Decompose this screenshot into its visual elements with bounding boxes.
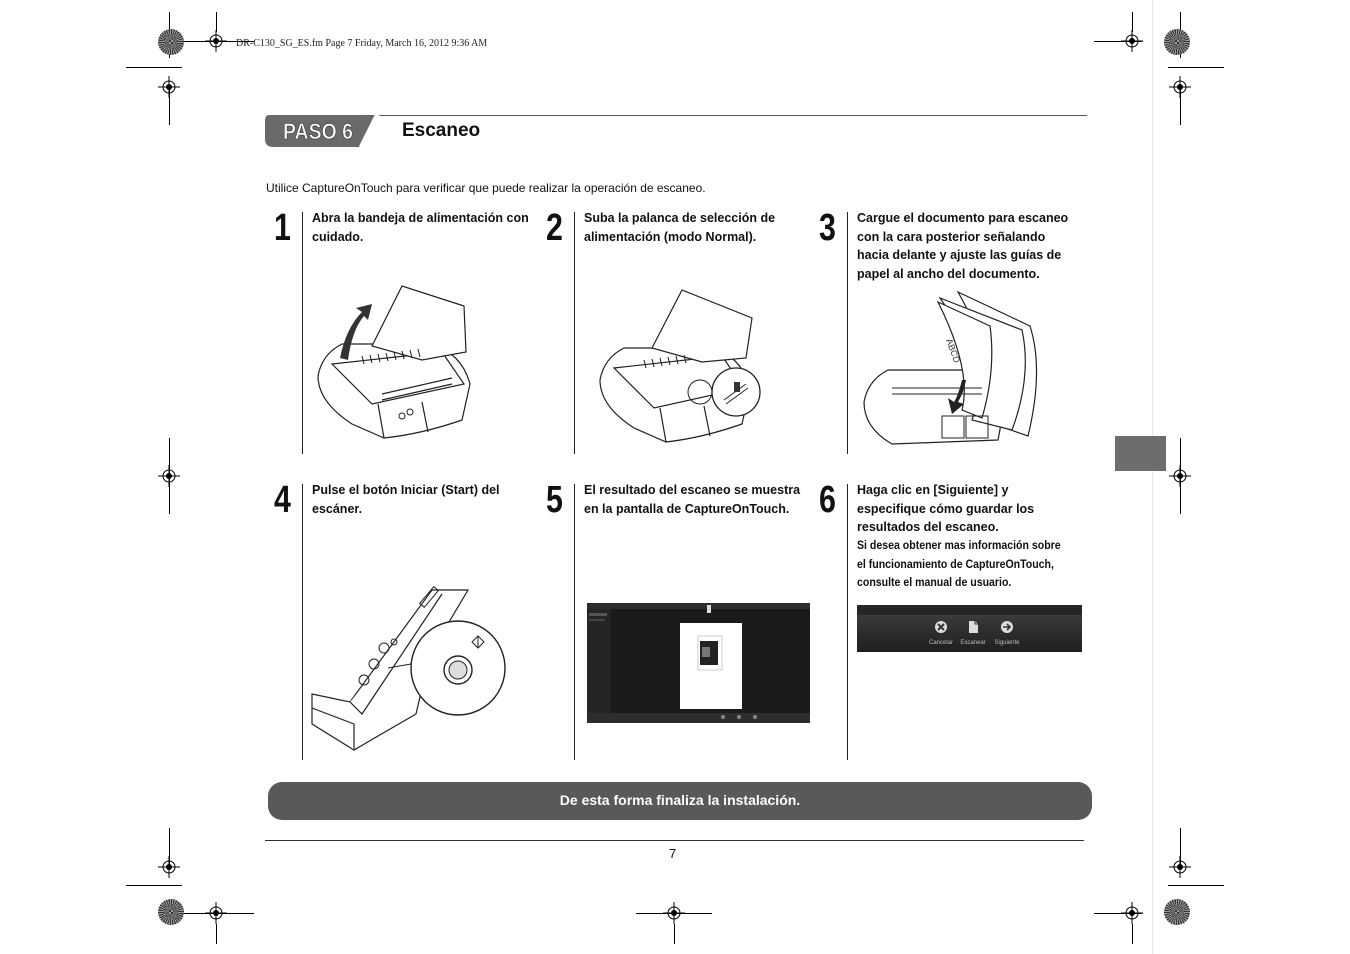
color-bar-sunburst-icon xyxy=(158,29,184,55)
step-badge: PASO 6 xyxy=(265,115,390,147)
cancel-label: Cancelar xyxy=(928,640,953,646)
step-instruction: Abra la bandeja de alimentación con cuid… xyxy=(312,211,529,244)
step-instruction: Suba la palanca de selección de alimenta… xyxy=(584,211,776,244)
step-instruction: Pulse el botón Iniciar (Start) del escán… xyxy=(312,483,500,516)
scan-label: Escanear xyxy=(960,640,986,646)
captureontouch-toolbar: Cancelar Escanear Siguiente xyxy=(857,605,1082,652)
step-note: Si desea obtener mas información sobre e… xyxy=(857,538,1061,589)
cancel-button[interactable]: Cancelar xyxy=(927,620,955,647)
scan-button[interactable]: Escanear xyxy=(958,620,988,647)
step-number: 2 xyxy=(546,207,563,249)
step-instruction: El resultado del escaneo se muestra en l… xyxy=(584,483,801,516)
completion-banner: De esta forma finaliza la instalación. xyxy=(268,782,1092,820)
document-icon xyxy=(969,621,978,633)
next-button[interactable]: Siguiente xyxy=(991,620,1023,647)
page-number: 7 xyxy=(669,846,677,861)
registration-mark-icon xyxy=(158,465,180,487)
footer-rule xyxy=(265,840,1084,841)
step-number: 3 xyxy=(819,207,836,249)
scanner-feed-lever-illustration xyxy=(599,289,761,443)
scanner-open-tray-illustration xyxy=(317,285,471,439)
step-divider xyxy=(302,484,303,760)
chapter-tab xyxy=(1115,436,1166,471)
step-number: 4 xyxy=(274,479,291,521)
step-instruction: Haga clic en [Siguiente] y especifique c… xyxy=(857,483,1035,534)
heading-rule xyxy=(380,115,1087,116)
arrow-right-icon xyxy=(1001,621,1013,633)
registration-mark-icon xyxy=(1169,465,1191,487)
print-header: DR-C130_SG_ES.fm Page 7 Friday, March 16… xyxy=(236,38,488,49)
step-divider xyxy=(847,212,848,454)
captureontouch-screen-screenshot xyxy=(587,603,810,723)
step-number: 1 xyxy=(274,207,291,249)
color-bar-sunburst-icon xyxy=(158,899,184,925)
color-bar-sunburst-icon xyxy=(1164,899,1190,925)
next-label: Siguiente xyxy=(994,640,1020,646)
section-title: Escaneo xyxy=(402,120,481,141)
registration-mark-icon xyxy=(158,76,180,98)
scanner-load-document-illustration: ABCD xyxy=(863,290,1038,445)
step-divider xyxy=(302,212,303,454)
page-edge-line xyxy=(1152,0,1153,954)
step-divider xyxy=(574,212,575,454)
close-icon xyxy=(935,621,947,633)
registration-mark-icon xyxy=(158,856,180,878)
step-number: 6 xyxy=(819,479,836,521)
step-divider xyxy=(847,484,848,760)
registration-mark-icon xyxy=(1169,76,1191,98)
step-instruction: Cargue el documento para escaneo con la … xyxy=(857,211,1069,281)
registration-mark-icon xyxy=(1169,856,1191,878)
intro-text: Utilice CaptureOnTouch para verificar qu… xyxy=(266,181,706,195)
step-badge-label: PASO 6 xyxy=(283,119,353,144)
step-divider xyxy=(574,484,575,760)
color-bar-sunburst-icon xyxy=(1164,29,1190,55)
scanner-start-button-illustration xyxy=(311,585,506,751)
step-number: 5 xyxy=(546,479,563,521)
